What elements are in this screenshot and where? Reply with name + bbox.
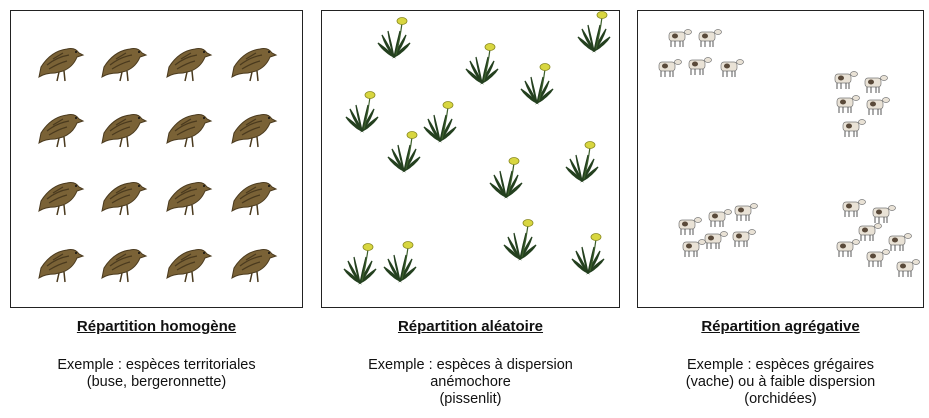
dandelion-icon (378, 18, 410, 58)
panel-aggregated (637, 10, 924, 308)
dandelion-icon (384, 242, 416, 282)
panel-title: Répartition aléatoire (321, 318, 620, 335)
cow-icon (837, 96, 860, 114)
cow-icon (835, 72, 858, 90)
example-line: Exemple : espèces grégaires (637, 357, 924, 374)
caption-random: Répartition aléatoire Exemple : espèces … (321, 318, 620, 408)
cow-icon (735, 204, 758, 222)
bird-icon (39, 49, 83, 82)
dandelion-icon (424, 102, 456, 142)
bird-icon (167, 183, 211, 216)
example-line: Exemple : espèces territoriales (10, 357, 303, 374)
bird-icon (39, 183, 83, 216)
cow-icon (873, 206, 896, 224)
cow-icon (843, 120, 866, 138)
cow-icon (897, 260, 920, 278)
cow-icon (705, 232, 728, 250)
bird-icon (167, 115, 211, 148)
bird-icon (232, 250, 276, 283)
cow-icon (669, 30, 692, 48)
cow-icon (843, 200, 866, 218)
cow-icon (659, 60, 682, 78)
dandelion-icon (346, 92, 378, 132)
example-line: (vache) ou à faible dispersion (637, 374, 924, 391)
dandelion-icon (344, 244, 376, 284)
panel-title: Répartition agrégative (637, 318, 924, 335)
cow-icon (867, 98, 890, 116)
example-line: anémochore (321, 374, 620, 391)
bird-icon (102, 49, 146, 82)
dandelion-icon (466, 44, 498, 84)
dandelion-icon (504, 220, 536, 260)
bird-icon (232, 49, 276, 82)
dandelion-icon (578, 12, 610, 52)
cow-icon (679, 218, 702, 236)
example-line: Exemple : espèces à dispersion (321, 357, 620, 374)
bird-icon (102, 183, 146, 216)
bird-icon (39, 115, 83, 148)
bird-icon (102, 250, 146, 283)
cow-icon (689, 58, 712, 76)
bird-icon (167, 250, 211, 283)
cow-icon (837, 240, 860, 258)
panel-title: Répartition homogène (10, 318, 303, 335)
dandelion-icon (388, 132, 420, 172)
example-line: (buse, bergeronnette) (10, 374, 303, 391)
cow-icon (859, 224, 882, 242)
dandelion-icon (572, 234, 604, 274)
cow-icon (889, 234, 912, 252)
bird-icon (102, 115, 146, 148)
panel-homogeneous (10, 10, 303, 308)
cow-icon (709, 210, 732, 228)
aggregated-distribution-area (638, 11, 923, 307)
caption-homogeneous: Répartition homogène Exemple : espèces t… (10, 318, 303, 391)
bird-icon (232, 183, 276, 216)
dandelion-icon (566, 142, 598, 182)
example-line: (orchidées) (637, 391, 924, 408)
cow-icon (721, 60, 744, 78)
dandelion-icon (521, 64, 553, 104)
caption-aggregated: Répartition agrégative Exemple : espèces… (637, 318, 924, 408)
example-line: (pissenlit) (321, 391, 620, 408)
random-distribution-area (322, 11, 619, 307)
panel-random (321, 10, 620, 308)
cow-icon (699, 30, 722, 48)
bird-icon (232, 115, 276, 148)
dandelion-icon (490, 158, 522, 198)
cow-icon (733, 230, 756, 248)
cow-icon (683, 240, 706, 258)
cow-icon (865, 76, 888, 94)
cow-icon (867, 250, 890, 268)
homogeneous-distribution-area (11, 11, 302, 307)
bird-icon (167, 49, 211, 82)
bird-icon (39, 250, 83, 283)
